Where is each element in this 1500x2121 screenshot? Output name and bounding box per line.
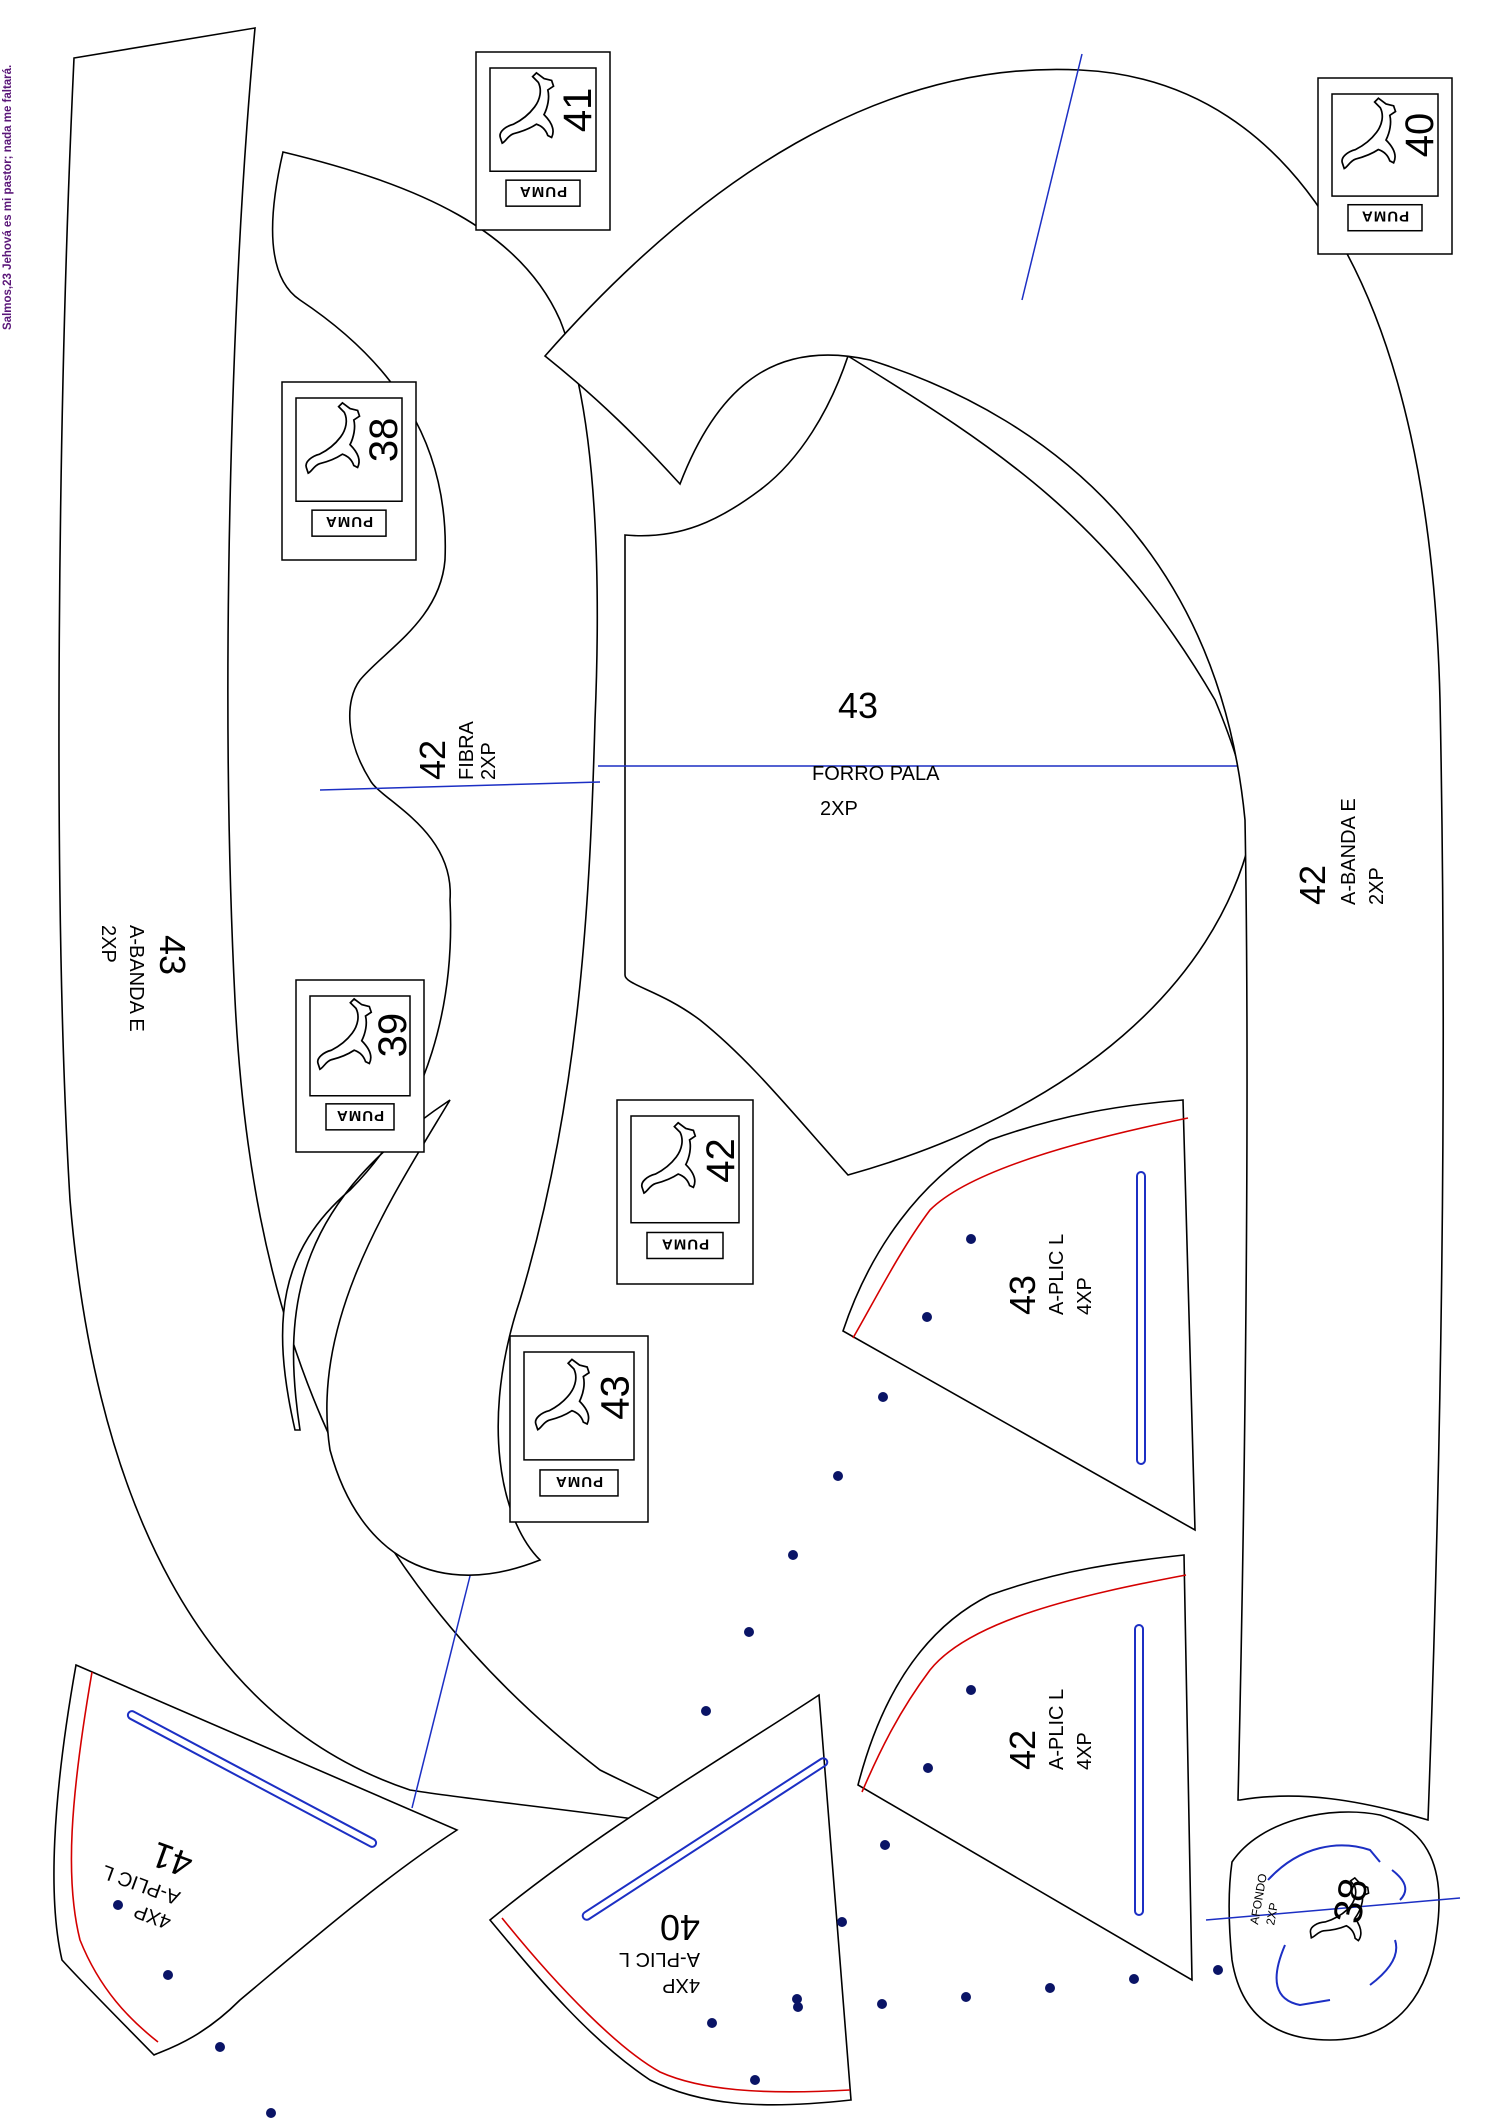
piece-number: 38: [1326, 1875, 1377, 1926]
piece-number: 43: [838, 685, 878, 726]
slot-guide: [581, 1757, 829, 1921]
stamp-inner-frame: [630, 1115, 740, 1224]
piece-number: 42: [1002, 1730, 1043, 1770]
piece-number: 43: [152, 935, 193, 975]
svg-text:43 A-BANDA E 2XP: 43 A-BANDA E 2XP: [97, 925, 193, 1036]
stamp-size-number: 42: [699, 1138, 743, 1183]
svg-text:42 A-BANDA E 2XP: 42 A-BANDA E 2XP: [1292, 794, 1388, 905]
piece-quantity: 4XP: [1074, 1277, 1096, 1315]
stamp-brand: PUMA: [661, 1235, 709, 1252]
psalm-caption: Salmos,23 Jehová es mi pastor; nada me f…: [2, 65, 14, 330]
dotted-guides: [215, 1392, 1223, 2118]
piece-quantity: 2XP: [97, 925, 119, 963]
slot-guide: [126, 1710, 378, 1848]
stamp-brand: PUMA: [336, 1107, 384, 1124]
stamp-brand: PUMA: [1361, 208, 1409, 225]
stamp-brand-box: [505, 179, 581, 207]
piece-name: A-BANDA E: [125, 925, 147, 1032]
svg-text:38: 38: [1326, 1875, 1377, 1926]
piece-name: A-BANDA E: [1338, 798, 1360, 905]
piece-aplic-40: 40 A-PLIC L 4XP: [488, 1693, 852, 2106]
piece-aplic-41: 41 A-PLIC L 4XP: [53, 1663, 459, 2056]
piece-number: 42: [1292, 865, 1333, 905]
piece-aplic-42: 42 A-PLIC L 4XP: [857, 1554, 1193, 1982]
piece-quantity: 2XP: [1366, 867, 1388, 905]
slot-guide: [1136, 1171, 1146, 1465]
piece-name: A-PLIC L: [619, 1948, 700, 1970]
stamp-brand-box: [325, 1103, 395, 1131]
stamp-brand-box: [539, 1469, 619, 1497]
stamp-inner-frame: [309, 995, 411, 1097]
piece-quantity: 4XP: [1074, 1732, 1096, 1770]
piece-name: A-PLIC L: [1046, 1689, 1068, 1770]
svg-text:42 FIBRA 2XP: 42 FIBRA 2XP: [412, 717, 500, 780]
slot-guide: [1134, 1624, 1144, 1916]
grain-line: [319, 781, 601, 791]
piece-afondo: 38 AFONDO 2XP: [1205, 1811, 1461, 2041]
stamp-size-number: 43: [594, 1375, 638, 1420]
piece-name: A-PLIC L: [1046, 1234, 1068, 1315]
stamp-brand-box: [646, 1231, 724, 1260]
piece-number: 42: [412, 740, 453, 780]
piece-aplic-43: 43 A-PLIC L 4XP: [842, 1099, 1196, 1532]
stamp-inner-frame: [523, 1351, 635, 1461]
piece-fibra: 42 FIBRA 2XP: [271, 151, 601, 1576]
stamp-inner-frame: [1331, 93, 1439, 197]
stamp-brand-box: [1347, 203, 1423, 232]
stamp-size-number: 38: [362, 418, 406, 463]
stamp-brand: PUMA: [519, 183, 567, 200]
piece-quantity: 4XP: [662, 1974, 700, 1996]
piece-number: 43: [1002, 1275, 1043, 1315]
piece-name: FORRO PALA: [812, 763, 940, 785]
piece-quantity: 2XP: [478, 742, 500, 780]
svg-text:43 FORRO PALA 2XP: 43 FORRO PALA 2XP: [812, 685, 944, 820]
grain-line: [411, 1559, 475, 1809]
piece-quantity: 2XP: [820, 798, 858, 820]
svg-text:42 A-PLIC L 4XP: 42 A-PLIC L 4XP: [1002, 1684, 1096, 1770]
stamp-brand: PUMA: [555, 1473, 603, 1490]
piece-forro-pala: 43 FORRO PALA 2XP: [598, 354, 1251, 1176]
svg-text:40 A-PLIC L 4XP: 40 A-PLIC L 4XP: [614, 1907, 700, 1996]
piece-quantity: 2XP: [1263, 1902, 1281, 1927]
stamp-size-number: 41: [556, 88, 600, 133]
stamp-inner-frame: [489, 67, 597, 172]
stamp-inner-frame: [295, 397, 403, 502]
stamp-brand-box: [311, 509, 387, 537]
piece-number: 40: [660, 1907, 700, 1948]
stamp-size-number: 40: [1398, 113, 1442, 158]
grain-line: [1205, 1897, 1461, 1921]
stamp-brand: PUMA: [325, 513, 373, 530]
piece-banda-42: 42 A-BANDA E 2XP: [543, 53, 1445, 1822]
svg-text:43 A-PLIC L 4XP: 43 A-PLIC L 4XP: [1002, 1229, 1096, 1315]
piece-name: FIBRA: [456, 720, 478, 780]
stamp-size-number: 39: [371, 1013, 415, 1058]
grain-line: [1021, 53, 1083, 301]
